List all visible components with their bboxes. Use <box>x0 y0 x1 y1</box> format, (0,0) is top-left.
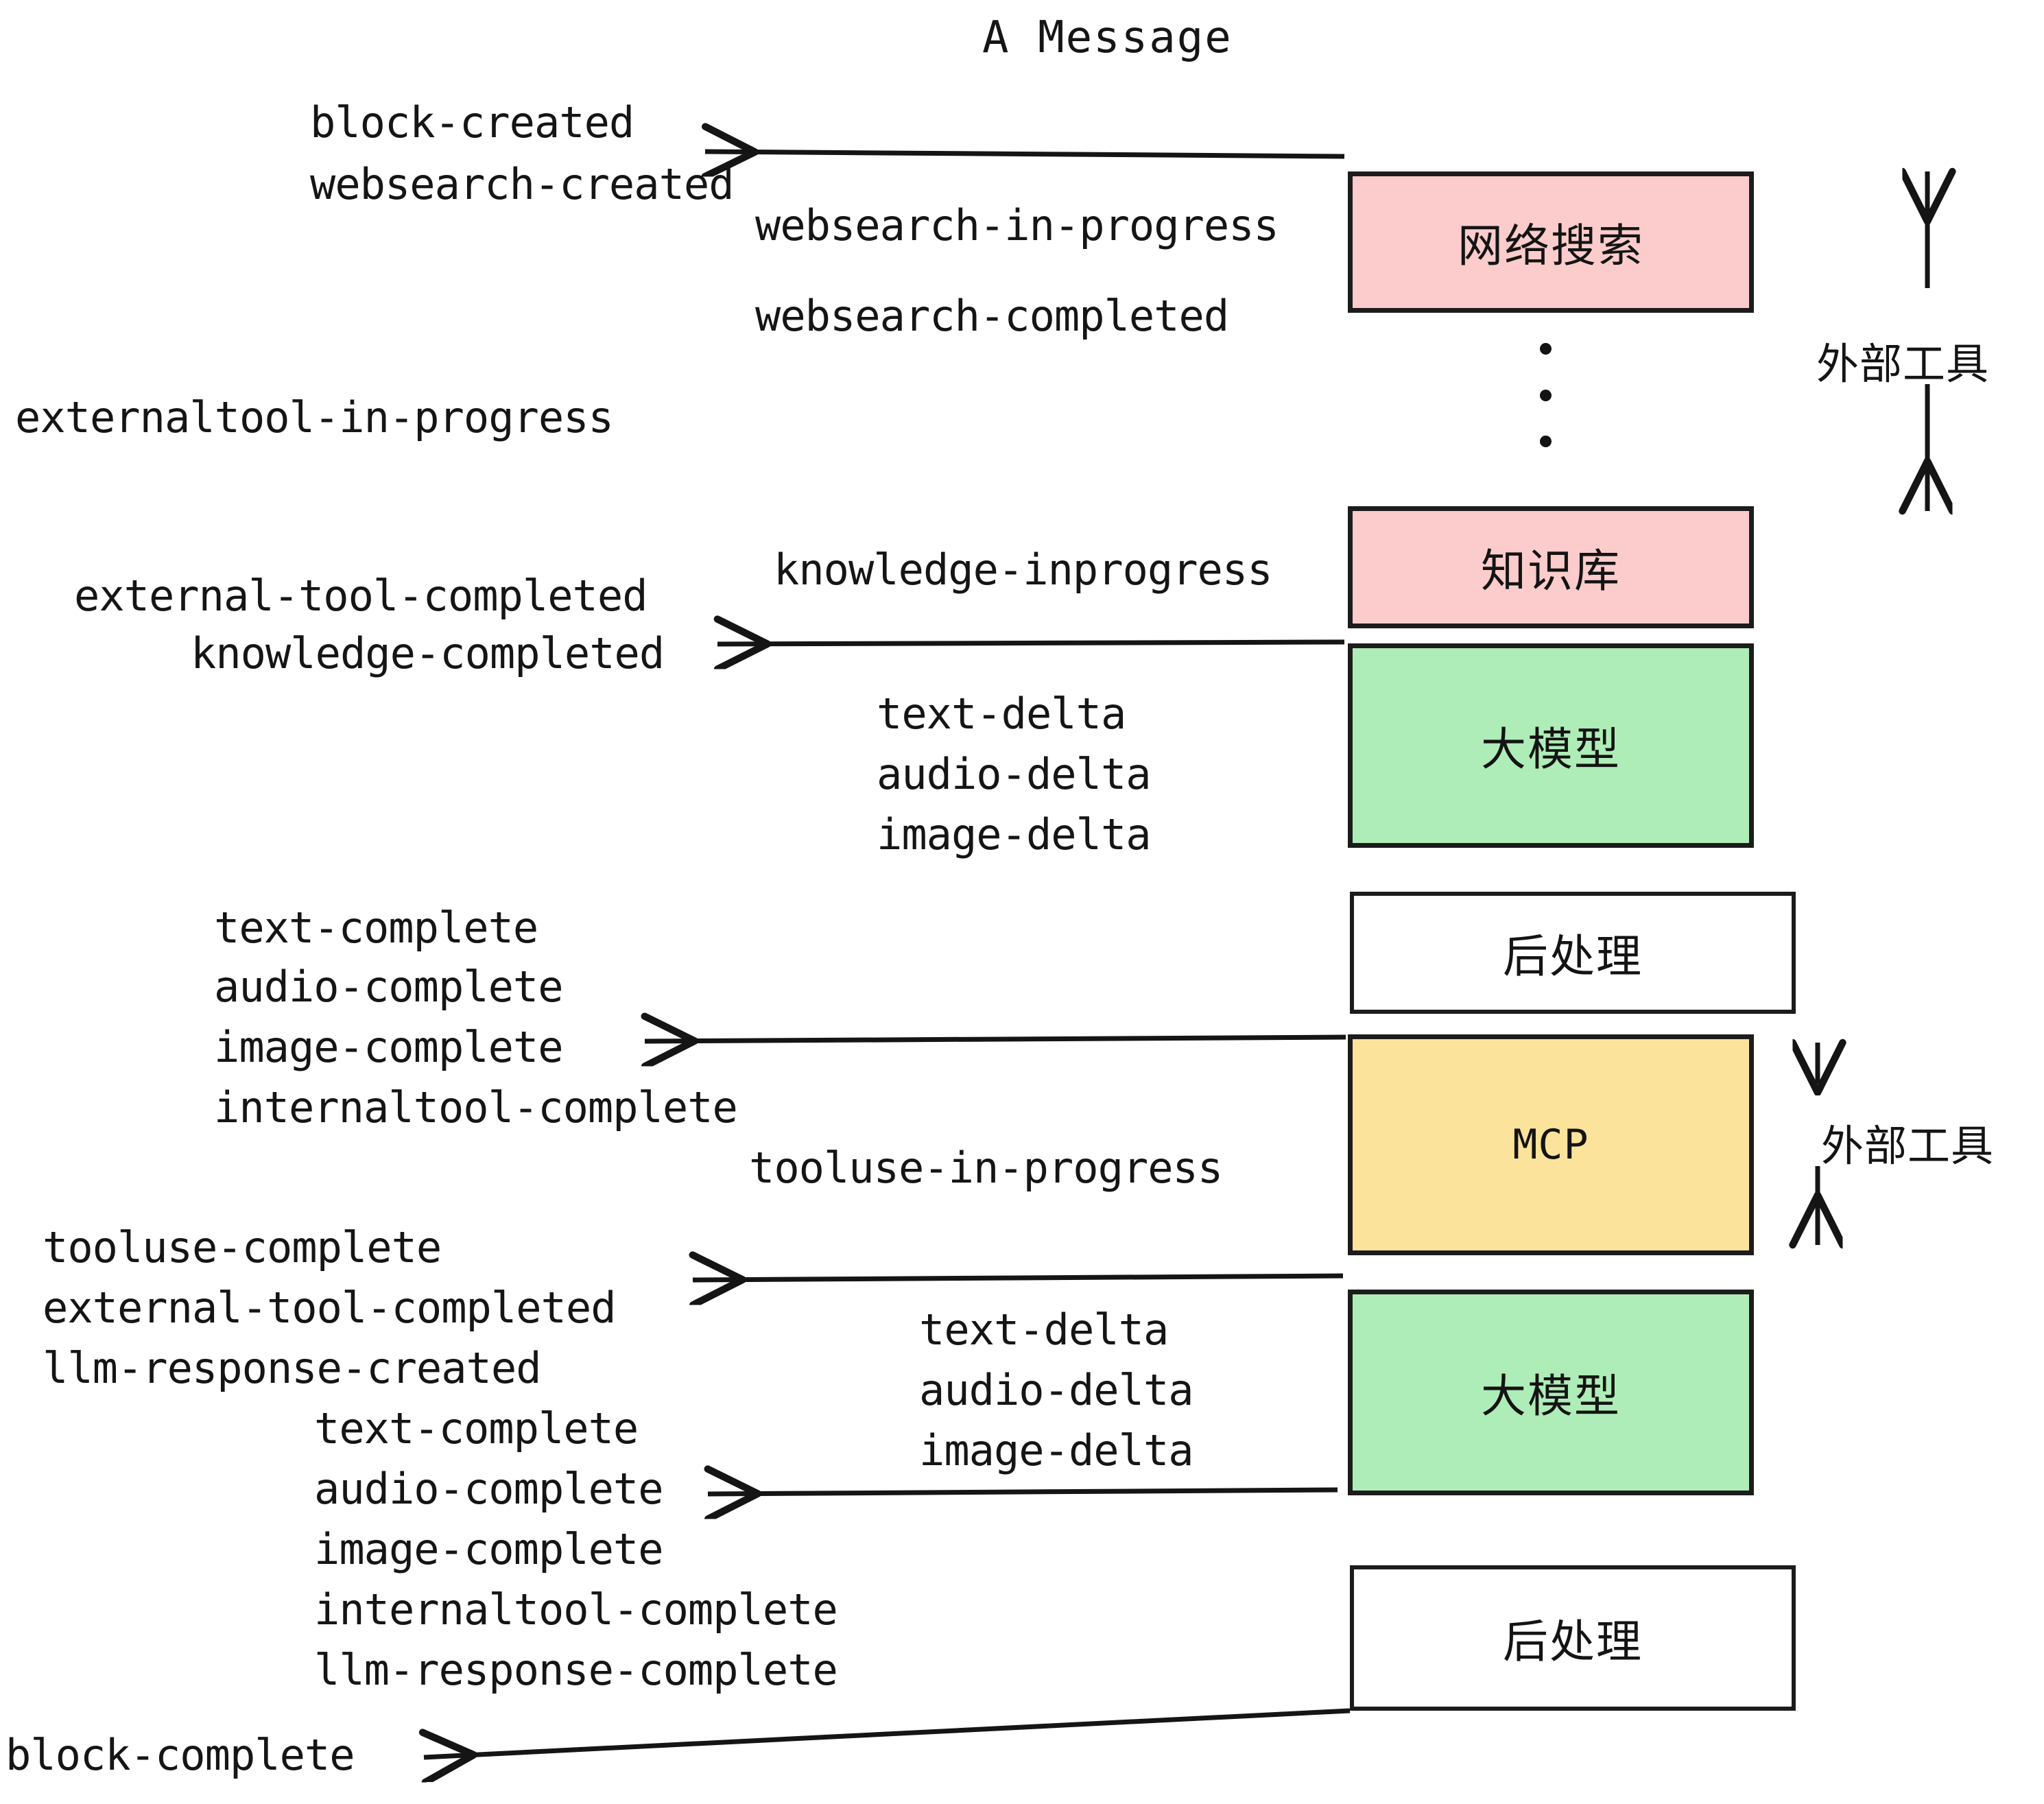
arrow-knowledge-to-completed <box>717 642 1345 644</box>
node-llm-second-label: 大模型 <box>1481 1370 1621 1423</box>
event-websearch-created: websearch-created <box>310 159 735 209</box>
diagram-title: A Message <box>982 12 1233 63</box>
event-text-complete-2: text-complete <box>314 1403 639 1453</box>
arrow-mcp-to-tooluse-complete <box>693 1276 1344 1280</box>
node-mcp[interactable]: MCP <box>1348 1034 1754 1255</box>
event-llm-response-complete: llm-response-complete <box>314 1645 838 1695</box>
event-image-delta-1: image-delta <box>877 809 1152 859</box>
event-external-tool-completed-2: external-tool-completed <box>43 1283 617 1333</box>
event-image-delta-2: image-delta <box>919 1425 1194 1475</box>
node-llm-first[interactable]: 大模型 <box>1348 643 1754 848</box>
event-image-complete-2: image-complete <box>314 1524 664 1574</box>
vertical-ellipsis-icon <box>1539 343 1552 447</box>
event-knowledge-completed: knowledge-completed <box>191 628 665 678</box>
node-postprocess-first-label: 后处理 <box>1503 930 1643 983</box>
event-audio-complete-1: audio-complete <box>214 962 564 1012</box>
arrow-postprocess-to-block-complete <box>424 1708 1351 1757</box>
event-block-created: block-created <box>310 97 634 147</box>
event-text-complete-1: text-complete <box>214 903 538 953</box>
node-postprocess-second-label: 后处理 <box>1503 1615 1643 1668</box>
node-websearch[interactable]: 网络搜索 <box>1348 171 1754 313</box>
event-image-complete-1: image-complete <box>214 1022 564 1072</box>
event-knowledge-inprogress: knowledge-inprogress <box>774 545 1273 595</box>
event-tooluse-complete: tooluse-complete <box>43 1222 442 1272</box>
node-knowledge-base-label: 知识库 <box>1481 545 1621 597</box>
event-audio-delta-2: audio-delta <box>919 1365 1194 1415</box>
event-websearch-completed: websearch-completed <box>755 291 1229 341</box>
node-llm-first-label: 大模型 <box>1481 723 1621 776</box>
arrow-websearch-to-created <box>705 152 1345 156</box>
node-mcp-label: MCP <box>1512 1121 1589 1169</box>
group-label-external-tool-bottom: 外部工具 <box>1821 1121 1995 1171</box>
event-tooluse-in-progress: tooluse-in-progress <box>749 1143 1223 1193</box>
event-llm-response-created: llm-response-created <box>43 1343 542 1393</box>
event-internaltool-complete-2: internaltool-complete <box>314 1585 838 1635</box>
event-externaltool-in-progress: externaltool-in-progress <box>15 392 614 442</box>
group-label-external-tool-top: 外部工具 <box>1816 339 1990 389</box>
event-text-delta-1: text-delta <box>877 689 1126 739</box>
event-block-complete: block-complete <box>5 1730 355 1780</box>
node-knowledge-base[interactable]: 知识库 <box>1348 506 1754 628</box>
event-text-delta-2: text-delta <box>919 1305 1169 1355</box>
node-postprocess-second[interactable]: 后处理 <box>1350 1565 1796 1711</box>
event-audio-delta-1: audio-delta <box>877 749 1152 799</box>
node-llm-second[interactable]: 大模型 <box>1348 1290 1754 1495</box>
arrow-llm-to-audio-complete <box>708 1490 1338 1494</box>
event-websearch-in-progress: websearch-in-progress <box>755 200 1279 250</box>
event-audio-complete-2: audio-complete <box>314 1464 664 1514</box>
event-external-tool-completed-1: external-tool-completed <box>74 571 648 621</box>
node-postprocess-first[interactable]: 后处理 <box>1350 892 1796 1014</box>
node-websearch-label: 网络搜索 <box>1458 219 1644 272</box>
arrow-postprocess-to-image-complete <box>645 1037 1346 1041</box>
event-internaltool-complete-1: internaltool-complete <box>214 1082 738 1132</box>
